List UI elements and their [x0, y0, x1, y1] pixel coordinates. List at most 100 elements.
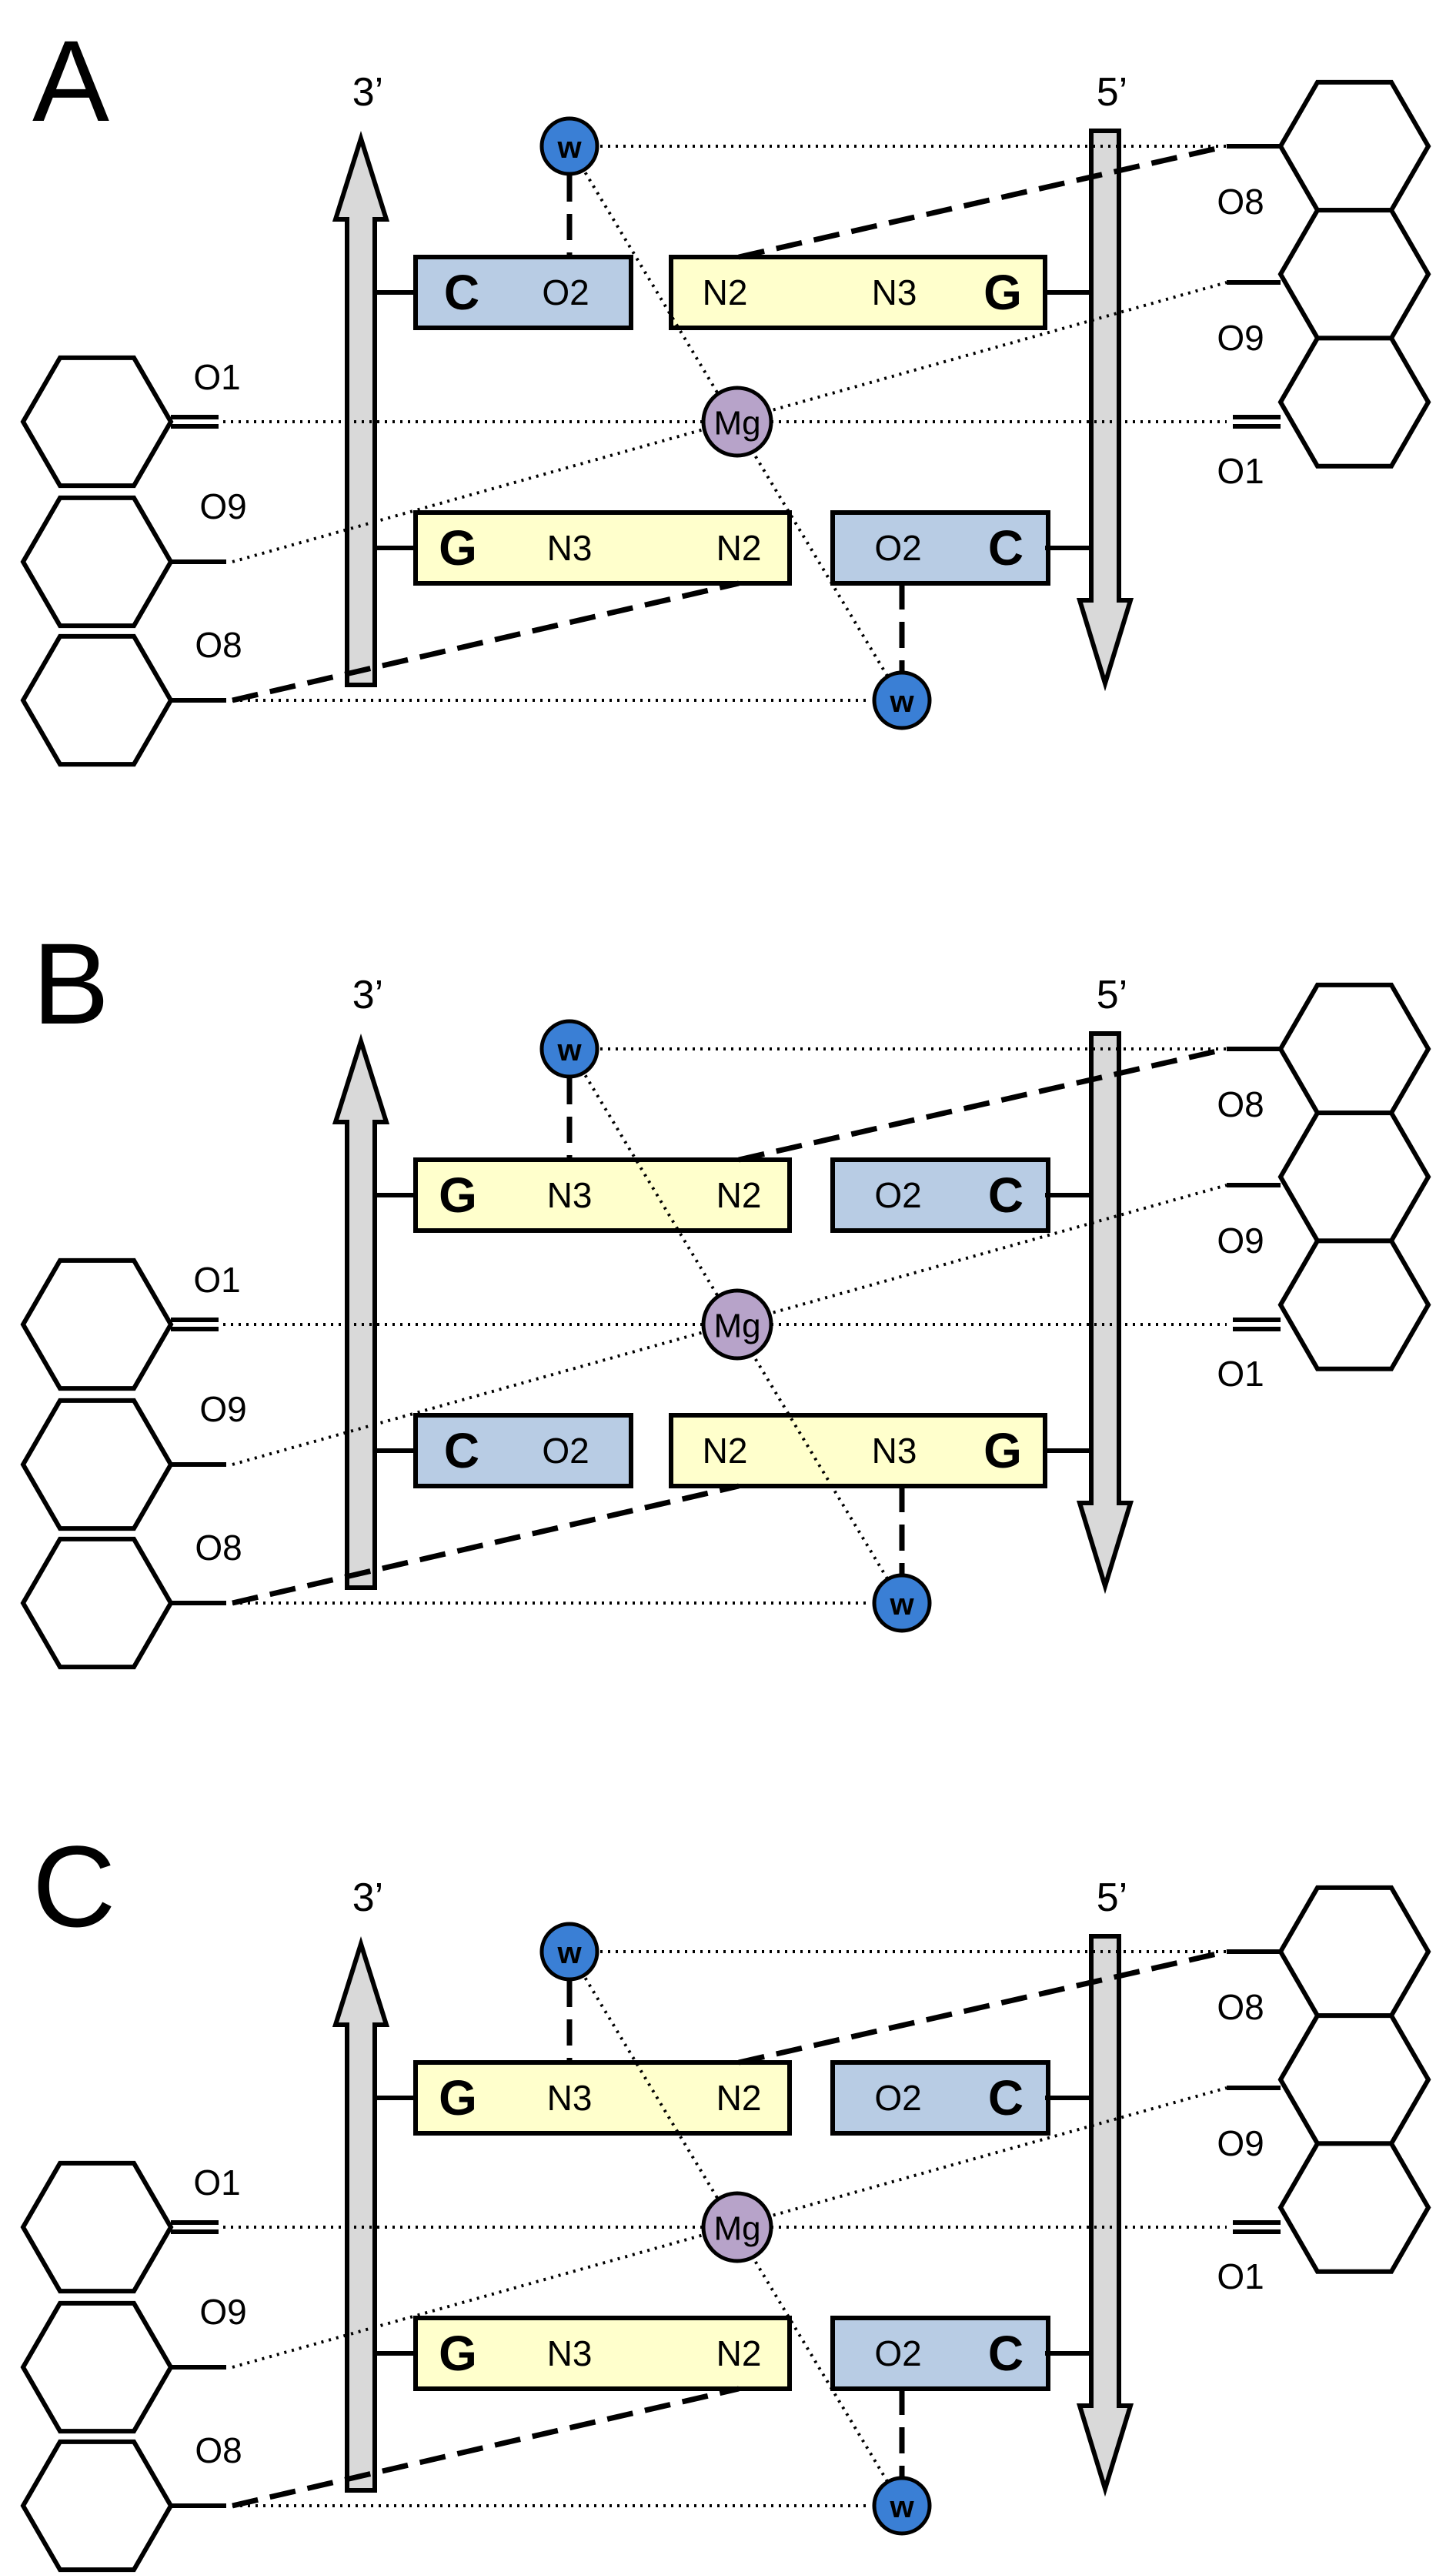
bottom-cytosine: C O2: [413, 1413, 633, 1488]
n2-right-o8-hbond: [738, 143, 1227, 260]
left-ring-3: [20, 2439, 174, 2573]
cytosine-box: [413, 1413, 633, 1488]
left-o8-label: O8: [195, 625, 242, 665]
cytosine-letter: C: [988, 2070, 1024, 2126]
right-o8-label: O8: [1217, 182, 1264, 222]
n2-label: N2: [716, 2333, 762, 2373]
right-ring-3: [1277, 336, 1431, 469]
guanine-box: [413, 2060, 792, 2136]
water-top: [539, 1019, 599, 1079]
strand-arrow-down: [1076, 1934, 1134, 2497]
n2-label: N2: [703, 1431, 748, 1471]
right-o1-label: O1: [1217, 451, 1264, 491]
strand-3-label: 3’: [352, 1875, 383, 1920]
n3-label: N3: [547, 2333, 593, 2373]
left-ring-1: [20, 1257, 174, 1391]
o2-label: O2: [874, 1175, 921, 1215]
cytosine-box: [830, 2060, 1050, 2136]
n2-label: N2: [716, 528, 762, 568]
water-bottom-label: w: [889, 1588, 914, 1621]
right-o8-label: O8: [1217, 1987, 1264, 2027]
strand-3-label: 3’: [352, 973, 383, 1017]
water-bottom: [872, 1573, 932, 1633]
n2-right-o8-hbond: [738, 1949, 1227, 2066]
right-ring-1: [1277, 982, 1431, 1116]
guanine-letter: G: [439, 2070, 477, 2126]
water-top-label: w: [556, 1034, 582, 1067]
n3-label: N3: [872, 272, 917, 312]
left-o8-n2-hbond: [232, 580, 740, 703]
o2-label: O2: [874, 2333, 921, 2373]
strand-5-label: 5’: [1097, 973, 1127, 1017]
panel-label: B: [32, 919, 109, 1048]
right-o1-label: O1: [1217, 2256, 1264, 2296]
n3-label: N3: [547, 528, 593, 568]
right-o8-label: O8: [1217, 1084, 1264, 1124]
left-o1-label: O1: [193, 2163, 240, 2203]
mg-label: Mg: [713, 405, 760, 443]
panel-label: C: [32, 1822, 115, 1951]
strand-3-label: 3’: [352, 70, 383, 115]
left-o8-label: O8: [195, 1528, 242, 1568]
left-o8-n2-hbond: [232, 1483, 740, 1606]
left-o9-label: O9: [199, 1389, 246, 1429]
strand-5-label: 5’: [1097, 70, 1127, 115]
left-ring-2: [20, 495, 174, 629]
guanine-box: [413, 2316, 792, 2391]
cytosine-letter: C: [444, 1423, 479, 1478]
n2-label: N2: [716, 1175, 762, 1215]
strand-arrow-down: [1076, 1031, 1134, 1595]
mg-label: Mg: [713, 1308, 760, 1345]
o2-label: O2: [542, 272, 589, 312]
o2-label: O2: [874, 2078, 921, 2118]
right-o9-label: O9: [1217, 2123, 1264, 2163]
right-ring-2: [1277, 1110, 1431, 1244]
strand-arrow-down: [1076, 129, 1134, 692]
cytosine-letter: C: [444, 265, 479, 320]
guanine-letter: G: [983, 1423, 1022, 1478]
top-cytosine: O2 C: [830, 2060, 1050, 2136]
magnesium-ion: [701, 1288, 773, 1361]
n2-label: N2: [703, 272, 748, 312]
left-o1-label: O1: [193, 357, 240, 397]
water-bottom-label: w: [889, 2490, 914, 2524]
right-o1-label: O1: [1217, 1354, 1264, 1394]
water-bottom-label: w: [889, 685, 914, 719]
guanine-box: [669, 255, 1047, 330]
top-cytosine: C O2: [413, 255, 633, 330]
right-ring-3: [1277, 2141, 1431, 2274]
strand-5-label: 5’: [1097, 1875, 1127, 1920]
guanine-letter: G: [983, 265, 1022, 320]
left-ring-1: [20, 2160, 174, 2294]
left-ring-3: [20, 1536, 174, 1670]
o2-label: O2: [542, 1431, 589, 1471]
guanine-letter: G: [439, 2326, 477, 2381]
top-guanine: N2 N3 G: [669, 255, 1047, 330]
water-top: [539, 1922, 599, 1982]
n2-label: N2: [716, 2078, 762, 2118]
right-ring-1: [1277, 1885, 1431, 2019]
guanine-box: [413, 510, 792, 586]
cytosine-letter: C: [988, 1167, 1024, 1223]
panel-label: A: [32, 16, 109, 145]
left-ring-3: [20, 633, 174, 767]
cytosine-letter: C: [988, 2326, 1024, 2381]
left-ring-2: [20, 1398, 174, 1531]
water-top-label: w: [556, 131, 582, 165]
water-top: [539, 116, 599, 176]
right-ring-2: [1277, 2013, 1431, 2146]
bottom-cytosine: O2 C: [830, 2316, 1050, 2391]
strand-arrow-up: [332, 130, 390, 687]
cytosine-letter: C: [988, 520, 1024, 576]
strand-arrow-up: [332, 1935, 390, 2493]
right-o9-label: O9: [1217, 318, 1264, 358]
bottom-guanine: G N3 N2: [413, 2316, 792, 2391]
water-bottom: [872, 670, 932, 730]
